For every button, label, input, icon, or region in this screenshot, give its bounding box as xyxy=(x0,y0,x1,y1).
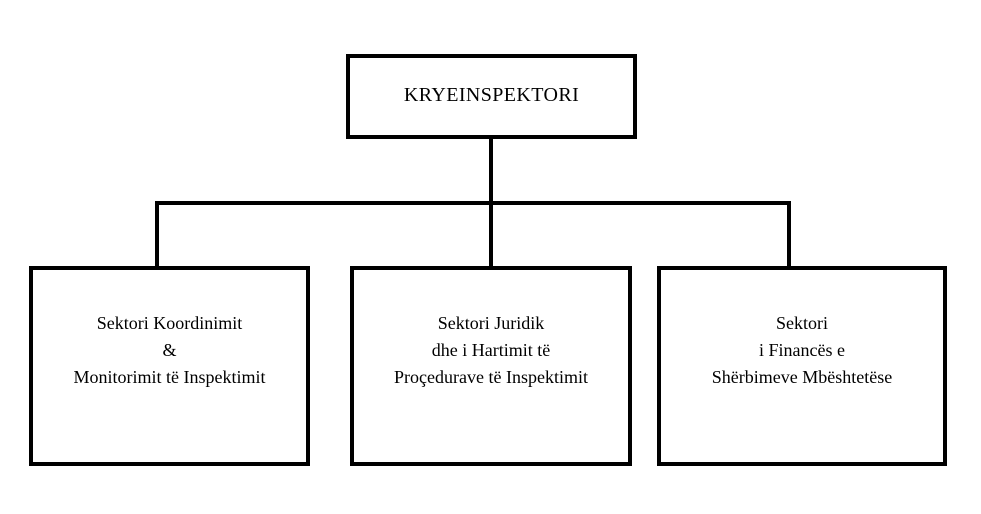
org-node-child-1[interactable]: Sektori Juridik dhe i Hartimit të Proçed… xyxy=(350,266,632,466)
org-node-child-2-label: Sektori i Financës e Shërbimeve Mbështet… xyxy=(711,313,893,387)
org-node-child-0[interactable]: Sektori Koordinimit & Monitorimit të Ins… xyxy=(29,266,310,466)
org-node-child-1-label: Sektori Juridik dhe i Hartimit të Proçed… xyxy=(394,313,588,387)
connector-horizontal-bus xyxy=(155,201,791,205)
org-node-child-0-label: Sektori Koordinimit & Monitorimit të Ins… xyxy=(73,313,266,387)
org-node-root-label: KRYEINSPEKTORI xyxy=(403,84,580,106)
org-node-child-2[interactable]: Sektori i Financës e Shërbimeve Mbështet… xyxy=(657,266,947,466)
connector-root-stem xyxy=(489,139,493,205)
connector-drop-child-0 xyxy=(155,201,159,268)
org-node-root[interactable]: KRYEINSPEKTORI xyxy=(346,54,637,139)
connector-drop-child-1 xyxy=(489,201,493,268)
connector-drop-child-2 xyxy=(787,201,791,268)
